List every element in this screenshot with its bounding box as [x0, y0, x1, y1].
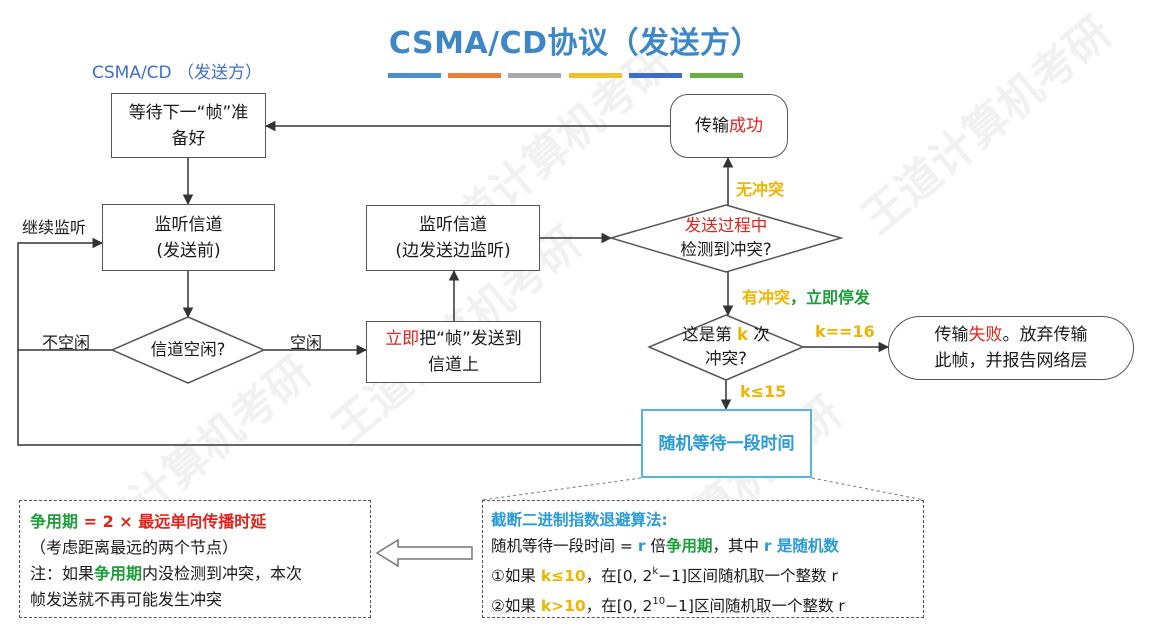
note-contention-term: 争用期: [30, 512, 79, 531]
bl2-mid: 倍: [645, 537, 666, 555]
kth-post: 次: [747, 325, 770, 344]
backoff-heading: 截断二进制指数退避算法:: [491, 511, 668, 529]
callout-right: [811, 477, 925, 501]
kth-collision-text: 这是第 k 次 冲突?: [659, 323, 793, 371]
channel-idle-text: 信道空闲?: [112, 338, 264, 362]
channel-idle-label: 信道空闲?: [150, 340, 226, 359]
bl4-post: −1]区间随机取一个整数 r: [665, 597, 845, 615]
subtitle: CSMA/CD （发送方）: [92, 63, 263, 83]
label-idle: 空闲: [290, 333, 323, 352]
success-highlight: 成功: [729, 116, 763, 136]
collision-check-text: 发送过程中 检测到冲突?: [621, 214, 831, 262]
listen-before-box: 监听信道 (发送前): [102, 204, 275, 271]
bl3-mid: ，在[0, 2: [585, 567, 653, 585]
kth-pre: 这是第: [682, 325, 737, 344]
send-now-highlight: 立即: [385, 329, 420, 349]
bl4-mid: ，在[0, 2: [585, 597, 653, 615]
success-box: 传输成功: [670, 94, 788, 158]
accent-bar-6: [690, 73, 743, 78]
random-wait-text: 随机等待一段时间: [658, 433, 795, 454]
fail-highlight: 失败: [968, 325, 1003, 345]
bl2-r: r: [637, 537, 646, 555]
wait-next-frame-box: 等待下一“帧”准 备好: [111, 93, 266, 158]
wait-frame-line2: 备好: [171, 128, 206, 149]
listen-before-line1: 监听信道: [154, 214, 223, 235]
bl4-sup: 10: [652, 596, 666, 607]
fail-line1: 传输失败。放弃传输: [935, 322, 1088, 348]
random-wait-box: 随机等待一段时间: [641, 409, 812, 478]
page-title: CSMA/CD协议（发送方）: [388, 26, 762, 61]
hollow-arrow-left-icon: [375, 538, 473, 568]
collision-check-highlight: 发送过程中: [684, 216, 768, 235]
label-collision: 有冲突，立即停发: [742, 284, 870, 308]
edge-not-idle: [17, 237, 112, 351]
kth-collision-line2: 冲突?: [705, 349, 747, 368]
bl2-mid2: ，其中: [712, 537, 764, 555]
bl3-post: −1]区间随机取一个整数 r: [658, 567, 838, 585]
label-k16: k==16: [815, 322, 875, 341]
accent-bar-3: [508, 73, 561, 78]
kth-collision-line1: 这是第 k 次: [682, 323, 769, 347]
fail-box: 传输失败。放弃传输 此帧，并报告网络层: [888, 316, 1134, 380]
decision-kth-collision: [647, 314, 805, 381]
label-no-collision: 无冲突: [736, 180, 785, 199]
bl2-pre: 随机等待一段时间 =: [491, 537, 638, 555]
label-k15: k≤15: [740, 382, 787, 401]
label-collision-part2: ，立即停发: [790, 288, 871, 307]
bl2-term: 争用期: [665, 537, 713, 555]
bl4-cond: k>10: [540, 597, 586, 615]
send-frame-rest: 把“帧”发送到: [419, 329, 522, 349]
collision-check-line2: 检测到冲突?: [680, 240, 772, 259]
label-not-idle: 不空闲: [42, 333, 91, 352]
kth-k: k: [737, 325, 748, 344]
accent-bar-4: [569, 73, 622, 78]
accent-bar-5: [629, 73, 682, 78]
bl3-sup: k: [652, 566, 659, 577]
fail-rest: 。放弃传输: [1002, 325, 1088, 345]
note-formula: = 2 × 最远单向传播时延: [78, 512, 267, 531]
callout-left: [481, 477, 642, 501]
wait-frame-line1: 等待下一“帧”准: [128, 102, 249, 123]
backoff-line3: ①如果 k≤10，在[0, 2k−1]区间随机取一个整数 r: [491, 559, 915, 589]
backoff-line2: 随机等待一段时间 = r 倍争用期，其中 r 是随机数: [491, 533, 915, 559]
contention-period-note: 争用期 = 2 × 最远单向传播时延 （考虑距离最远的两个节点） 注：如果争用期…: [19, 500, 371, 618]
listen-during-line2: (边发送边监听): [395, 241, 511, 261]
bl2-r2: r 是随机数: [763, 537, 839, 555]
note-line2: （考虑距离最远的两个节点）: [30, 538, 239, 557]
note-line1: 争用期 = 2 × 最远单向传播时延: [30, 509, 360, 535]
success-prefix: 传输: [695, 116, 729, 136]
send-frame-box: 立即把“帧”发送到 信道上: [366, 321, 541, 383]
listen-during-box: 监听信道 (边发送边监听): [366, 205, 540, 271]
send-frame-line1: 立即把“帧”发送到: [385, 326, 522, 352]
fail-prefix: 传输: [934, 325, 969, 345]
decision-channel-idle: [110, 316, 266, 384]
edge-retry: [17, 350, 641, 446]
bl3-cond: k≤10: [540, 567, 586, 585]
accent-bar-1: [388, 73, 441, 78]
note-line3-pre: 注：如果: [30, 564, 95, 583]
bl3-pre: ①如果: [491, 567, 541, 585]
bl4-pre: ②如果: [491, 597, 541, 615]
listen-before-line2: (发送前): [156, 240, 221, 261]
note-line3-term: 争用期: [94, 564, 143, 583]
note-line3: 注：如果争用期内没检测到冲突，本次: [30, 561, 360, 587]
note-line3-post: 内没检测到冲突，本次: [142, 564, 303, 583]
fail-line2: 此帧，并报告网络层: [934, 351, 1088, 371]
label-collision-part1: 有冲突: [742, 288, 791, 307]
decision-collision-check: [608, 204, 844, 273]
backoff-algorithm-note: 截断二进制指数退避算法: 随机等待一段时间 = r 倍争用期，其中 r 是随机数…: [482, 500, 924, 618]
success-text: 传输成功: [695, 113, 763, 139]
listen-during-line1: 监听信道: [419, 215, 487, 235]
backoff-line4: ②如果 k>10，在[0, 210−1]区间随机取一个整数 r: [491, 589, 915, 619]
send-frame-line2: 信道上: [428, 355, 479, 375]
note-line4: 帧发送就不再可能发生冲突: [30, 590, 223, 609]
label-continue-listen: 继续监听: [22, 218, 87, 237]
accent-bar-2: [448, 73, 501, 78]
